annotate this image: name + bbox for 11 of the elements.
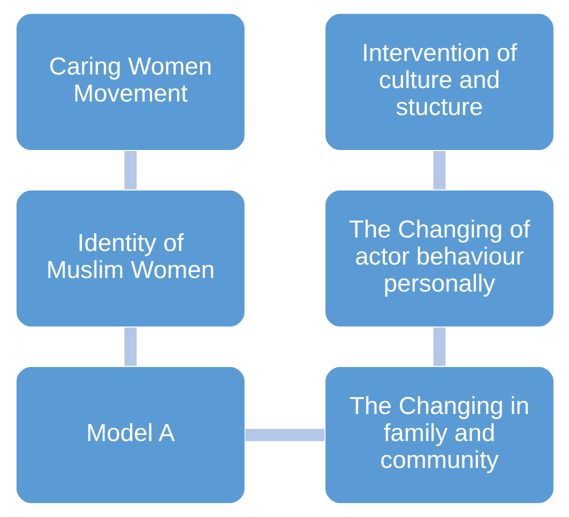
node-box: The Changing of actor behaviour personally [324, 189, 554, 328]
connector [124, 151, 136, 190]
connector [124, 328, 136, 366]
node-box: Intervention of culture and stucture [324, 12, 554, 152]
node-box: Identity of Muslim Women [14, 189, 246, 328]
node-box: The Changing in family and community [324, 366, 554, 504]
connector [244, 428, 324, 442]
connector [432, 328, 446, 366]
node-box: Model A [14, 366, 246, 504]
connector [432, 151, 446, 190]
node-box: Caring Women Movement [14, 12, 246, 152]
